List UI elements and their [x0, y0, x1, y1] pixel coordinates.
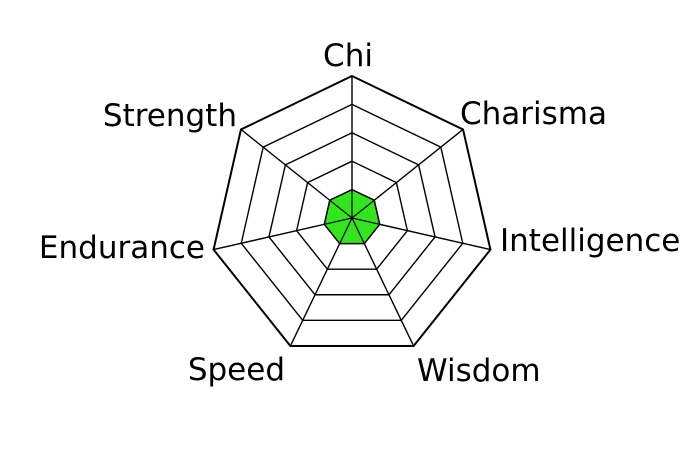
grid-ring-5 [212, 74, 492, 347]
series-point-0-charisma [351, 199, 375, 219]
grid-ring-2 [295, 160, 409, 270]
series-point-0-strength [329, 199, 353, 219]
axis-label-charisma: Charisma [460, 96, 607, 132]
axis-label-chi: Chi [323, 38, 373, 74]
series-point-0-endurance [324, 217, 353, 225]
series-point-0-speed [339, 217, 353, 244]
axis-label-speed: Speed [188, 352, 285, 388]
radar-grid [212, 74, 492, 347]
axis-labels: Chi Charisma Intelligence Wisdom Speed E… [39, 38, 680, 389]
axis-label-endurance: Endurance [39, 230, 205, 266]
axis-label-strength: Strength [103, 98, 237, 134]
series-point-0-intelligence [351, 217, 380, 225]
series-point-0-wisdom [351, 217, 365, 244]
radar-series [323, 188, 381, 245]
axis-label-intelligence: Intelligence [500, 223, 680, 259]
grid-ring-4 [240, 103, 464, 322]
grid-ring-3 [268, 132, 436, 296]
axis-label-wisdom: Wisdom [417, 353, 541, 389]
